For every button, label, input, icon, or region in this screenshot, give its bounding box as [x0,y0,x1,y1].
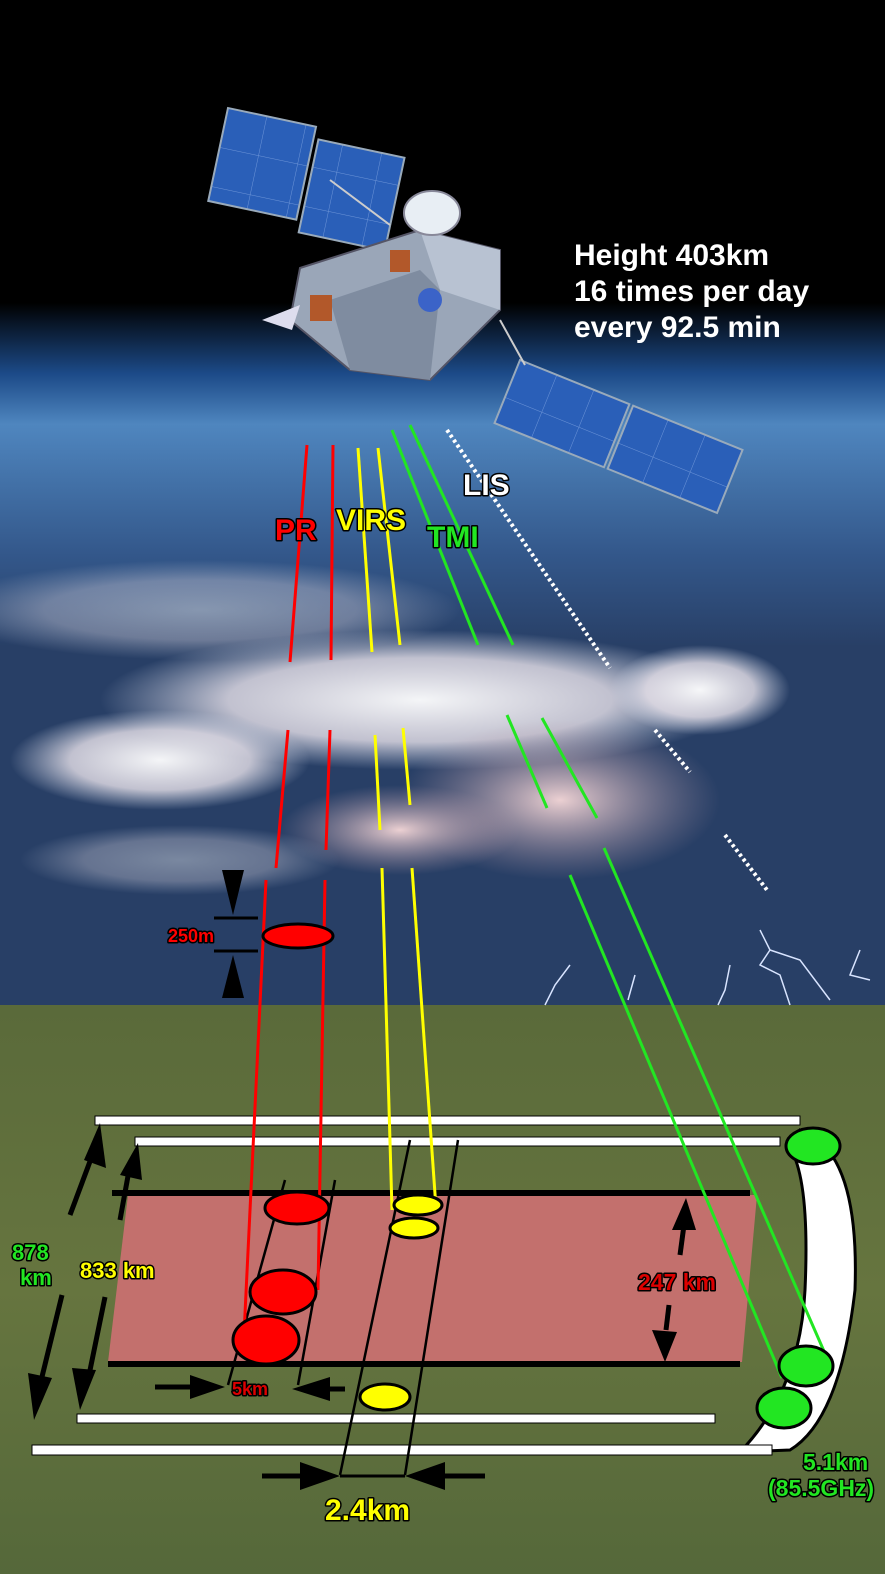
virs-beam [356,447,438,1211]
virs-footprints [358,1193,444,1412]
tmi-swath-width-unit: km [20,1265,52,1290]
tmi-footprints [755,1126,842,1430]
orbit-height-text: Height 403km [574,239,769,272]
tmi-frequency-label: (85.5GHz) [768,1475,874,1501]
tmi-beam [390,424,832,1379]
pr-label: PR [275,514,317,547]
orbit-period-text: every 92.5 min [574,311,781,344]
pr-footprints [231,922,335,1366]
tmi-swath-width-label: 878 [12,1240,49,1265]
lis-label: LIS [463,469,510,502]
pr-swath-width-label: 247 km [638,1269,716,1295]
trmm-satellite [207,106,744,515]
virs-footprint-label: 2.4km [325,1494,410,1527]
thunderstorm-cloud [0,560,790,895]
pr-footprint-label: 5km [232,1379,268,1399]
orbit-frequency-text: 16 times per day [574,275,809,308]
lightning-bolts [544,929,871,1006]
tmi-label: TMI [427,521,479,554]
virs-swath-width-label: 833 km [80,1258,155,1283]
lis-beam [445,428,769,892]
solar-panel-right [493,358,744,515]
pr-vertical-resolution-label: 250m [168,926,214,946]
virs-label: VIRS [336,504,406,537]
pr-beam [241,444,335,1356]
dimension-arrows [28,870,696,1490]
tmi-footprint-label: 5.1km [803,1449,868,1475]
orbit-info: Height 403km 16 times per day every 92.5… [574,239,809,344]
